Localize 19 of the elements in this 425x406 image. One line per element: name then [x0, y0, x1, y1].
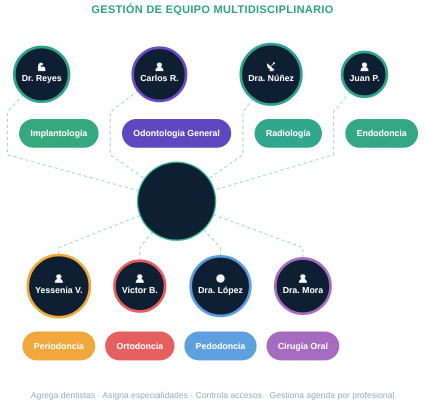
node-circle: [136, 161, 216, 241]
node-circle: Dra. López: [189, 254, 252, 318]
node-circle: Carlos R.: [131, 46, 188, 102]
diagram-caption: Agrega dentistas · Asigna especialidades · Controla accesos · Gestiona agenda por profesional: [30, 390, 394, 400]
node-circle: Yessenia V.: [26, 254, 92, 319]
node-circle: Juan P.: [340, 50, 388, 98]
diagram-title: GESTIÓN DE EQUIPO MULTIDISCIPLINARIO: [91, 4, 334, 16]
connector: [203, 229, 222, 256]
connector: [58, 214, 140, 255]
node-circle: Dr. Reyes: [12, 46, 70, 104]
node-circle: Dra. Núñez: [239, 42, 303, 106]
node-circle: Victor B.: [113, 259, 166, 313]
connector: [208, 98, 254, 180]
connector: [6, 94, 140, 192]
connector: [214, 91, 351, 191]
connector: [139, 231, 153, 261]
connector: [110, 90, 145, 180]
connector: [213, 214, 304, 258]
node-circle: Dra. Mora: [274, 257, 332, 316]
